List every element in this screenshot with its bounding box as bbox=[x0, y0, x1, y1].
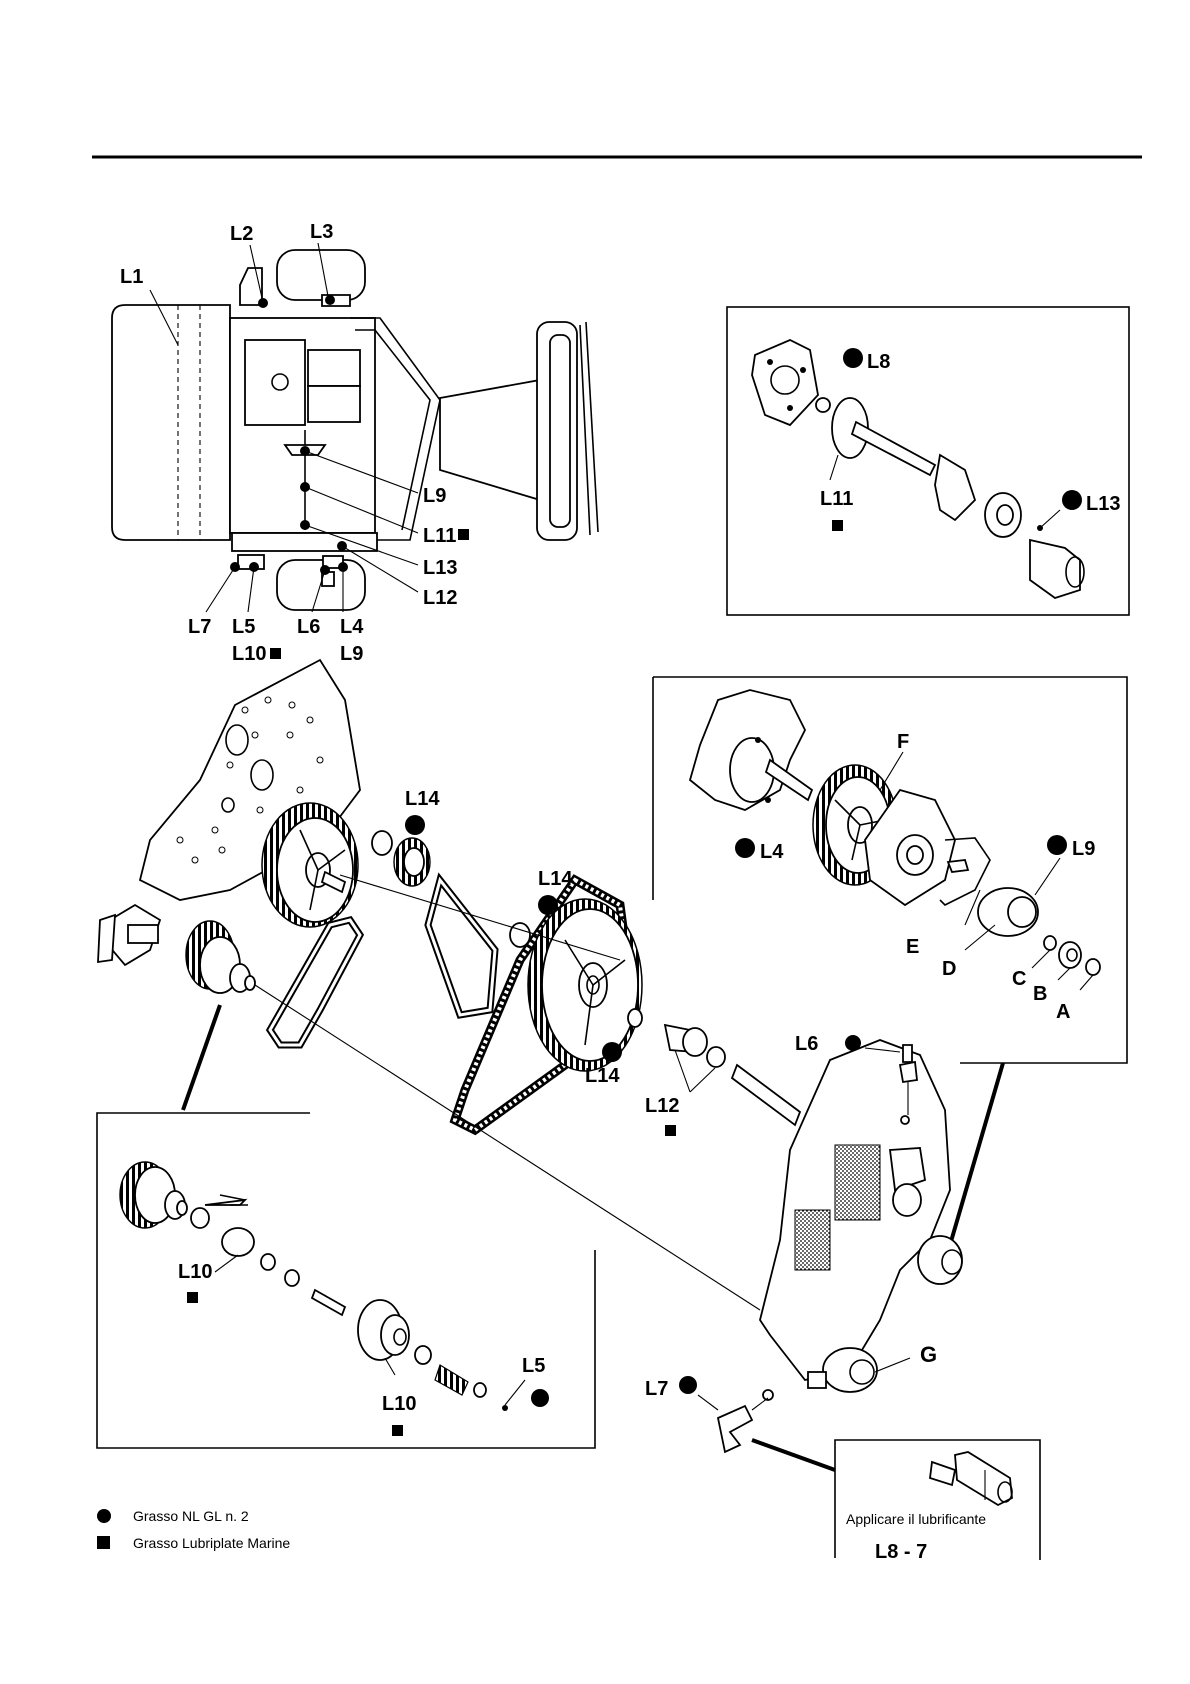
machine-top-view: L1 L2 L3 L9 L11 L13 L12 L7 L5 L6 L4 L10 … bbox=[112, 221, 598, 665]
label-l7-exploded: L7 bbox=[645, 1378, 668, 1400]
label-l9-detail: L9 bbox=[1072, 838, 1095, 860]
square-marker bbox=[665, 1125, 676, 1136]
connector-line bbox=[183, 1005, 220, 1110]
label-l3: L3 bbox=[310, 221, 333, 243]
legend-item-square: Grasso Lubriplate Marine bbox=[133, 1535, 290, 1551]
square-marker bbox=[832, 520, 843, 531]
label-l10-a: L10 bbox=[178, 1261, 212, 1283]
label-g: G bbox=[920, 1342, 937, 1367]
label-l12-top: L12 bbox=[423, 587, 457, 609]
label-d: D bbox=[942, 958, 956, 980]
label-l10-b: L10 bbox=[382, 1393, 416, 1415]
square-marker bbox=[187, 1292, 198, 1303]
label-e: E bbox=[906, 936, 919, 958]
label-l1: L1 bbox=[120, 266, 143, 288]
label-l4-top: L4 bbox=[340, 616, 364, 638]
label-b: B bbox=[1033, 983, 1047, 1005]
label-l14-b: L14 bbox=[538, 868, 573, 890]
callout-text: Applicare il lubrificante bbox=[846, 1511, 986, 1527]
legend: Grasso NL GL n. 2 Grasso Lubriplate Mari… bbox=[97, 1508, 290, 1551]
label-l5-top: L5 bbox=[232, 616, 255, 638]
legend-circle-symbol bbox=[97, 1509, 111, 1523]
label-l12-exploded: L12 bbox=[645, 1095, 679, 1117]
legend-square-symbol bbox=[97, 1536, 110, 1549]
label-l10-top: L10 bbox=[232, 643, 266, 665]
square-marker bbox=[392, 1425, 403, 1436]
detail-box-clutch: L10 L10 L5 bbox=[97, 1113, 595, 1448]
label-l9-bottom: L9 bbox=[340, 643, 363, 665]
label-l2: L2 bbox=[230, 223, 253, 245]
label-l14-a: L14 bbox=[405, 788, 440, 810]
label-l8: L8 bbox=[867, 351, 890, 373]
connector-line bbox=[752, 1440, 835, 1470]
legend-item-circle: Grasso NL GL n. 2 bbox=[133, 1508, 249, 1524]
label-l5-detail: L5 bbox=[522, 1355, 545, 1377]
square-marker bbox=[458, 529, 469, 540]
label-f: F bbox=[897, 731, 909, 753]
label-c: C bbox=[1012, 968, 1026, 990]
label-l9-top: L9 bbox=[423, 485, 446, 507]
label-a: A bbox=[1056, 1001, 1070, 1023]
detail-box-fitting: Applicare il lubrificante L8 - 7 bbox=[752, 1440, 1040, 1563]
label-l13-detail: L13 bbox=[1086, 493, 1120, 515]
label-l13-top: L13 bbox=[423, 557, 457, 579]
label-l14-c: L14 bbox=[585, 1065, 620, 1087]
square-marker bbox=[270, 648, 281, 659]
detail-box-pulley: F L4 L9 E D C B A bbox=[653, 677, 1127, 1063]
label-l4-detail: L4 bbox=[760, 841, 784, 863]
label-l11-top: L11 bbox=[423, 525, 456, 547]
label-l6-exploded: L6 bbox=[795, 1033, 818, 1055]
detail-box-shaft: L8 L11 L13 bbox=[727, 307, 1129, 615]
label-l8-7: L8 - 7 bbox=[875, 1541, 927, 1563]
label-l7-top: L7 bbox=[188, 616, 211, 638]
label-l6-top: L6 bbox=[297, 616, 320, 638]
connector-line bbox=[950, 1063, 1003, 1245]
label-l11-detail: L11 bbox=[820, 488, 853, 510]
